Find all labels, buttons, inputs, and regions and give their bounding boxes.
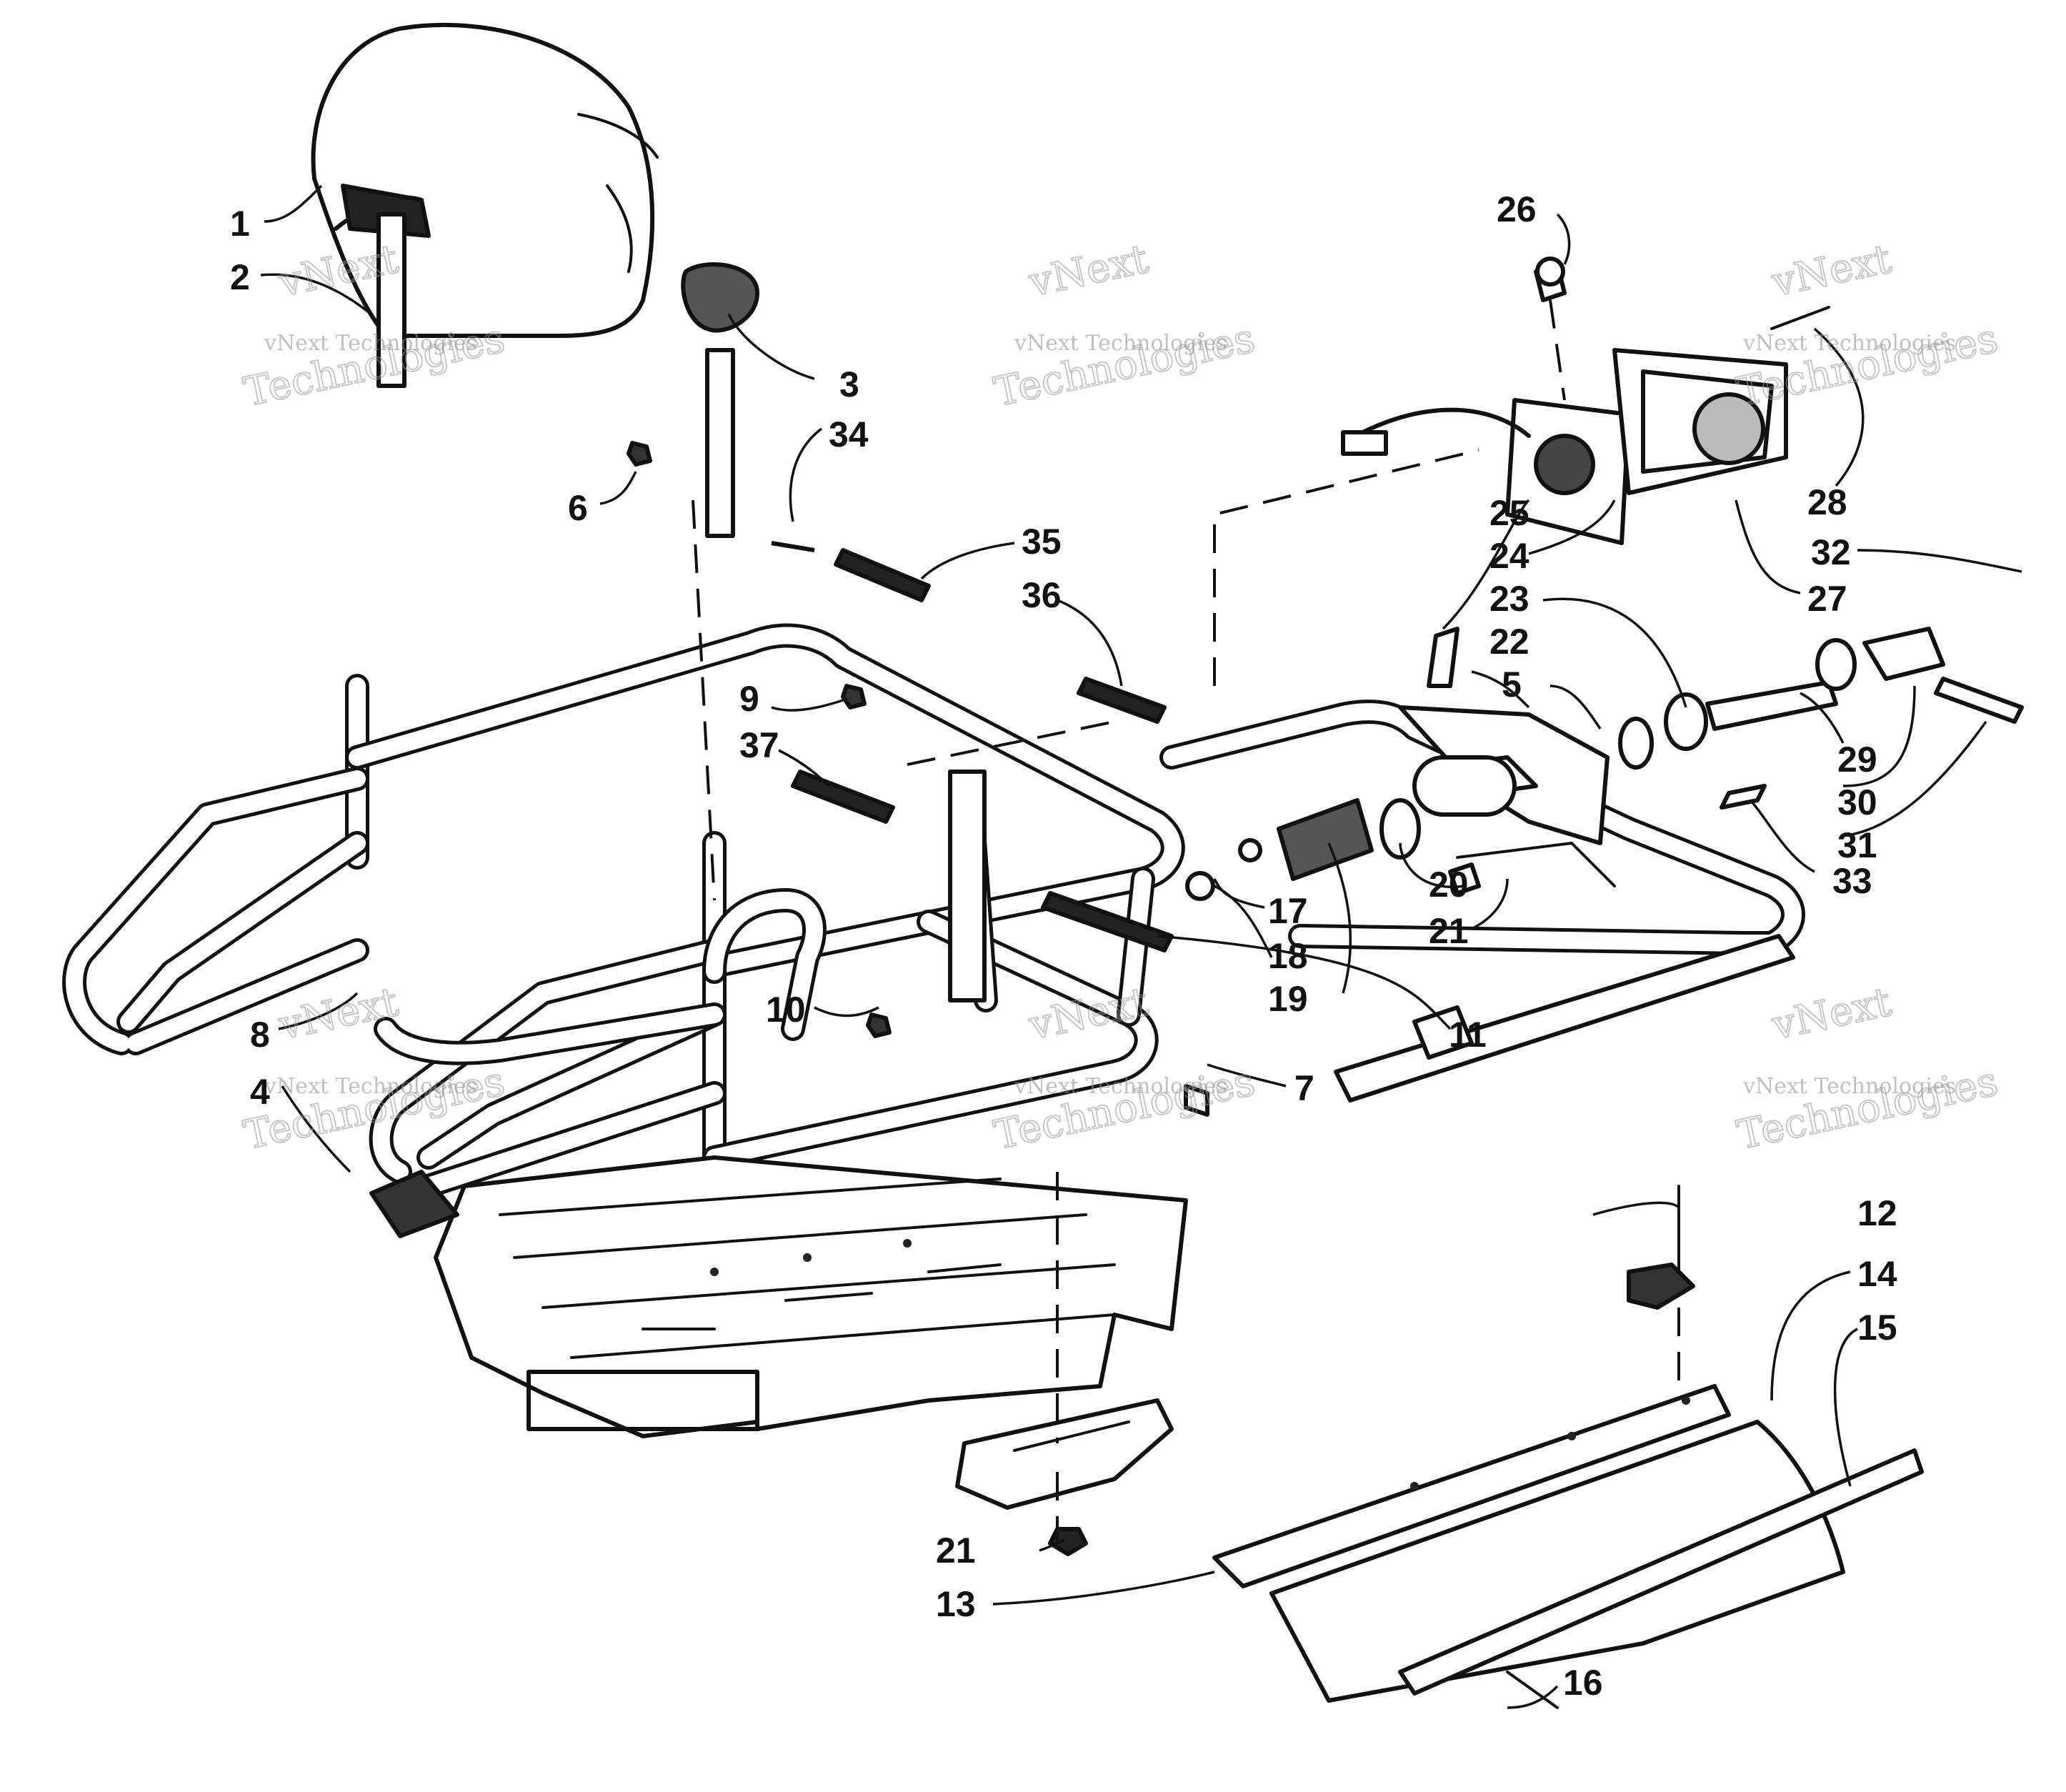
watermark: vNext vNext Technologies Technologies bbox=[989, 235, 1259, 417]
callout-34: 34 bbox=[829, 414, 869, 454]
callout-13: 13 bbox=[936, 1584, 976, 1624]
callout-6: 6 bbox=[568, 488, 588, 528]
callout-17: 17 bbox=[1268, 891, 1308, 931]
svg-text:vNext: vNext bbox=[1024, 236, 1152, 307]
watermark: vNext vNext Technologies Technologies bbox=[1732, 235, 2002, 417]
callout-4: 4 bbox=[250, 1072, 270, 1112]
callout-33: 33 bbox=[1832, 861, 1872, 901]
callout-29: 29 bbox=[1837, 740, 1877, 780]
callout-11: 11 bbox=[1449, 1015, 1487, 1055]
callout-9: 9 bbox=[739, 679, 759, 719]
tail-light-assembly bbox=[1341, 257, 1830, 545]
hardware bbox=[627, 441, 1209, 1117]
callout-12: 12 bbox=[1857, 1193, 1897, 1233]
svg-text:vNext Technologies: vNext Technologies bbox=[1014, 331, 1227, 356]
callout-5: 5 bbox=[1502, 664, 1522, 705]
callout-3: 3 bbox=[839, 364, 859, 404]
callout-23: 23 bbox=[1489, 579, 1529, 619]
callout-31: 31 bbox=[1837, 825, 1877, 865]
decals bbox=[791, 548, 1174, 952]
callout-10: 10 bbox=[766, 990, 806, 1030]
callout-35: 35 bbox=[1022, 522, 1062, 562]
callout-2: 2 bbox=[230, 257, 250, 297]
svg-text:vNext Technologies: vNext Technologies bbox=[1742, 1074, 1956, 1099]
svg-text:vNext: vNext bbox=[1767, 979, 1895, 1050]
callout-32: 32 bbox=[1811, 532, 1851, 572]
svg-text:vNext Technologies: vNext Technologies bbox=[1014, 1074, 1227, 1099]
callout-8: 8 bbox=[250, 1015, 270, 1055]
callout-28: 28 bbox=[1807, 482, 1847, 522]
svg-text:vNext Technologies: vNext Technologies bbox=[264, 331, 477, 356]
rear-hitch-frame bbox=[1159, 700, 1805, 1102]
svg-text:vNext Technologies: vNext Technologies bbox=[1742, 331, 1956, 356]
callout-37: 37 bbox=[739, 725, 779, 765]
mounting-bracket bbox=[955, 1398, 1174, 1556]
mud-flap-assembly bbox=[1212, 1185, 1924, 1709]
backrest-pad bbox=[311, 23, 759, 538]
callout-labels: 1 2 3 4 5 6 7 8 9 10 11 12 13 14 15 16 1… bbox=[230, 189, 1897, 1703]
floor-panel bbox=[369, 1155, 1188, 1438]
callout-25: 25 bbox=[1489, 493, 1529, 533]
callout-18: 18 bbox=[1268, 936, 1308, 976]
callout-14: 14 bbox=[1857, 1254, 1897, 1294]
svg-text:vNext: vNext bbox=[1767, 236, 1895, 307]
svg-text:vNext Technologies: vNext Technologies bbox=[264, 1074, 477, 1099]
callout-7: 7 bbox=[1294, 1068, 1314, 1108]
callout-1: 1 bbox=[230, 204, 250, 244]
callout-36: 36 bbox=[1022, 575, 1062, 615]
callout-19: 19 bbox=[1268, 979, 1308, 1019]
callout-16: 16 bbox=[1563, 1663, 1603, 1703]
assembly-lines bbox=[692, 299, 1680, 1543]
leader-lines bbox=[260, 184, 2022, 1709]
rear-rack-frame bbox=[62, 623, 1185, 1198]
callout-20: 20 bbox=[1429, 865, 1469, 905]
callout-24: 24 bbox=[1489, 536, 1529, 576]
callout-21b: 21 bbox=[936, 1530, 976, 1571]
callout-15: 15 bbox=[1857, 1308, 1897, 1348]
callout-30: 30 bbox=[1837, 782, 1877, 822]
callout-26: 26 bbox=[1497, 189, 1537, 229]
callout-21: 21 bbox=[1429, 911, 1469, 951]
callout-27: 27 bbox=[1807, 579, 1847, 619]
callout-22: 22 bbox=[1489, 622, 1529, 662]
watermark: vNext vNext Technologies Technologies bbox=[1732, 978, 2002, 1160]
